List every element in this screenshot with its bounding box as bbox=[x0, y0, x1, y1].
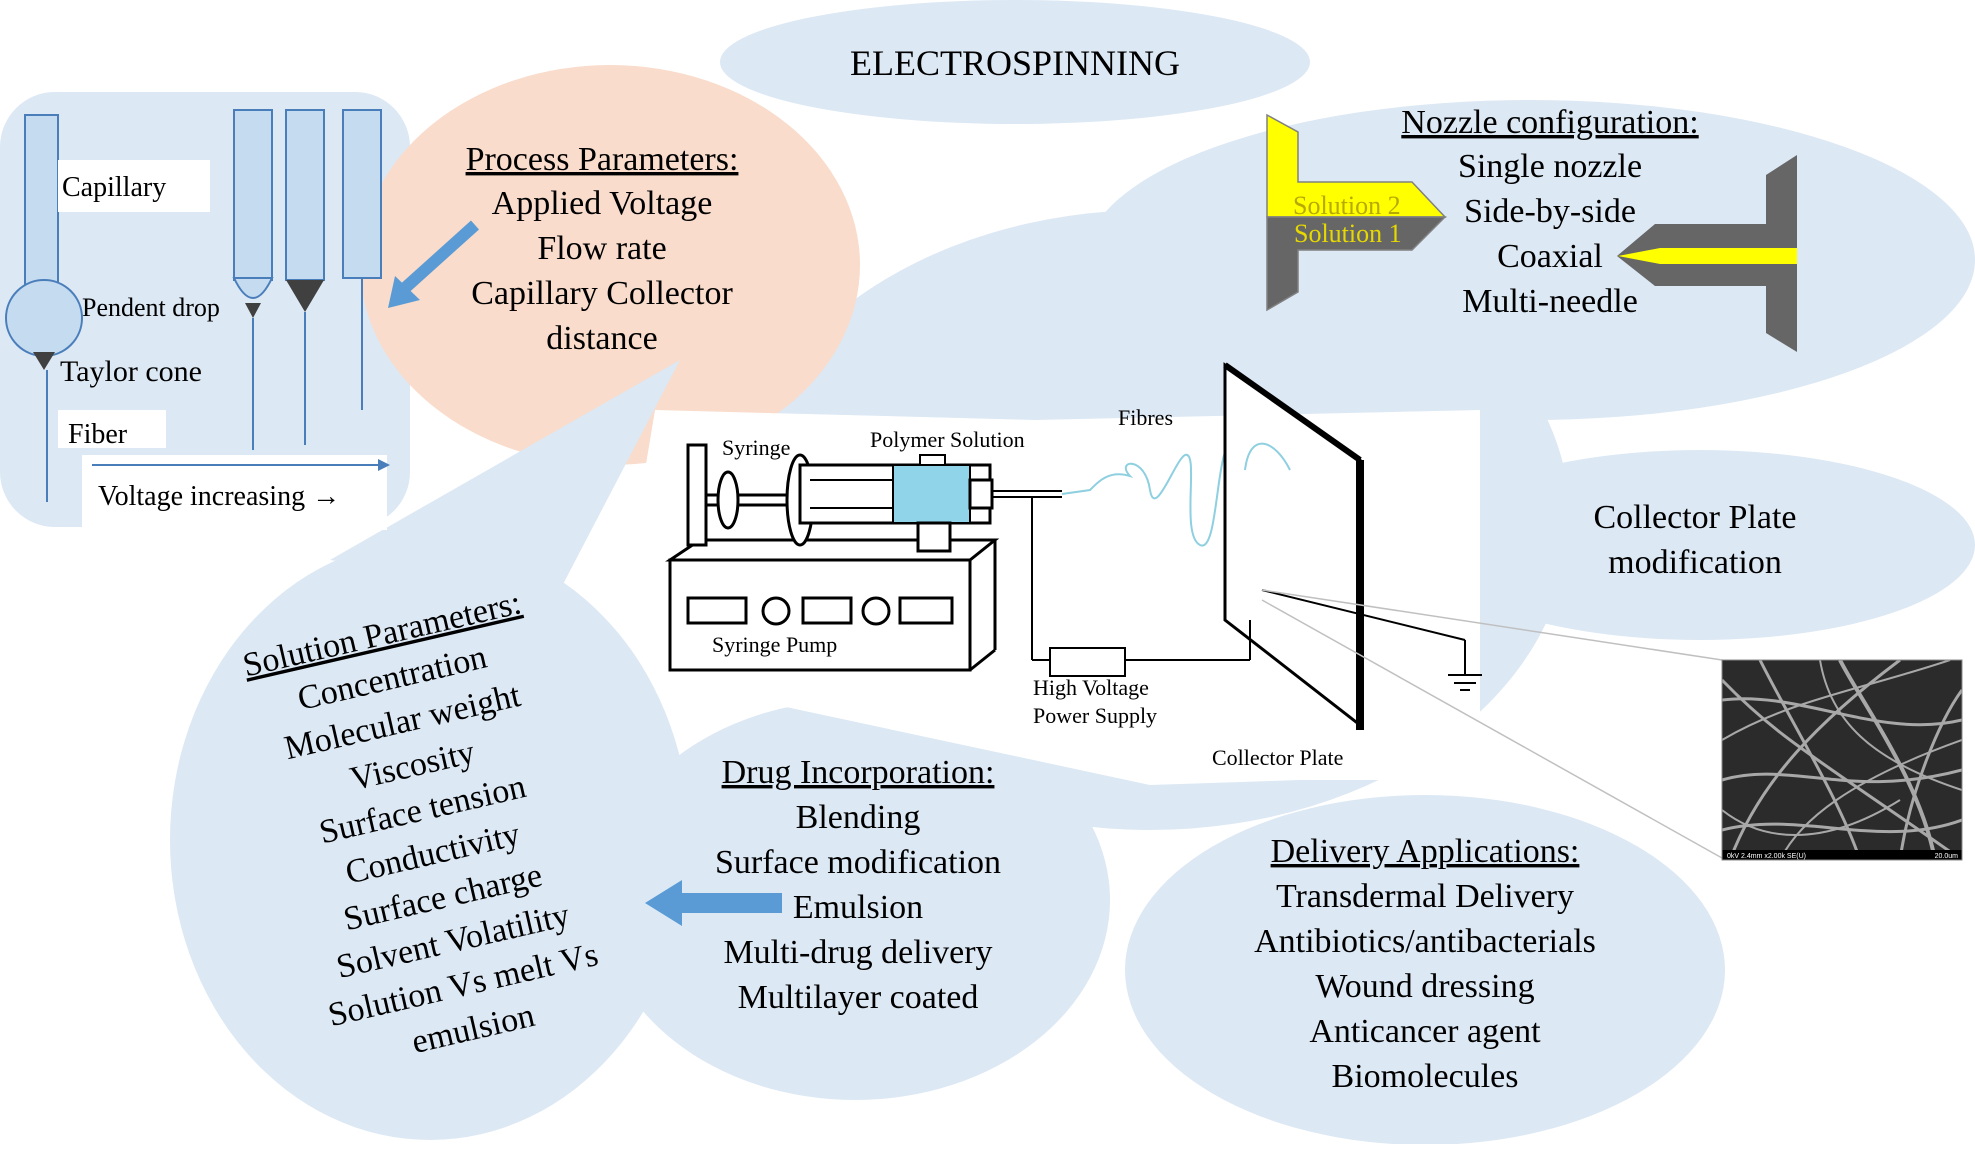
collector-mod-line1: Collector Plate bbox=[1593, 499, 1796, 536]
drug-item: Blending bbox=[796, 799, 921, 836]
collector-plate-label: Collector Plate bbox=[1212, 745, 1343, 770]
pendent-drop-2 bbox=[232, 277, 274, 299]
nozzle-item: Multi-needle bbox=[1462, 283, 1638, 320]
page-title: ELECTROSPINNING bbox=[850, 43, 1180, 83]
drug-bubble bbox=[600, 700, 1110, 1100]
syringe-tip bbox=[968, 478, 994, 510]
nozzle-bubble-tail bbox=[1060, 180, 1170, 430]
delivery-bubble bbox=[1125, 795, 1725, 1145]
collector-mod-line2: modification bbox=[1608, 544, 1782, 581]
delivery-heading: Delivery Applications: bbox=[1271, 833, 1580, 870]
capillary-1 bbox=[24, 114, 59, 291]
process-item: Capillary Collector bbox=[471, 275, 733, 312]
delivery-item: Antibiotics/antibacterials bbox=[1254, 923, 1596, 960]
drug-item: Surface modification bbox=[715, 844, 1001, 881]
hv-power-supply bbox=[1049, 647, 1126, 677]
fibres-label: Fibres bbox=[1118, 405, 1173, 430]
capillary-label: Capillary bbox=[62, 172, 166, 203]
sem-micrograph: 0kV 2.4mm x2.00k SE(U) 20.0um bbox=[1261, 589, 1963, 861]
process-arrow bbox=[388, 220, 480, 308]
syringe-clamp bbox=[916, 521, 952, 553]
solution-bubble bbox=[170, 540, 690, 1140]
delivery-item: Transdermal Delivery bbox=[1276, 878, 1574, 915]
syringe-label: Syringe bbox=[722, 435, 790, 460]
pump-display-1 bbox=[686, 596, 748, 625]
pendent-drop-label: Pendent drop bbox=[82, 293, 220, 322]
process-bubble bbox=[360, 65, 860, 465]
electrospinning-apparatus bbox=[665, 362, 1482, 730]
pump-knob-2 bbox=[861, 596, 891, 626]
process-item: distance bbox=[546, 320, 657, 357]
taylor-cone-3 bbox=[286, 280, 324, 312]
taylor-cone-panel: Capillary Pendent drop Taylor cone Fiber… bbox=[5, 109, 390, 530]
pump-display-3 bbox=[898, 596, 954, 625]
taylor-cone-2 bbox=[245, 303, 261, 318]
hv-label-line2: Power Supply bbox=[1033, 703, 1157, 728]
nozzle-configuration: Solution 2 Solution 1 Nozzle configurati… bbox=[1266, 104, 1797, 352]
side-by-side-solution1 bbox=[1266, 216, 1447, 312]
drug-arrow bbox=[645, 880, 782, 926]
taylor-cone-1 bbox=[33, 352, 55, 370]
drug-incorporation: Drug Incorporation: Blending Surface mod… bbox=[715, 754, 1001, 1016]
collector-mod-bubble bbox=[1425, 450, 1975, 640]
apparatus-labels: Syringe Polymer Solution Fibres Syringe … bbox=[712, 405, 1343, 770]
drug-heading: Drug Incorporation: bbox=[722, 754, 995, 791]
process-item: Flow rate bbox=[537, 230, 666, 267]
process-item: Applied Voltage bbox=[492, 185, 713, 222]
voltage-axis-arrowhead bbox=[378, 459, 390, 471]
title-bubble bbox=[720, 0, 1310, 124]
pump-knob-1 bbox=[761, 596, 791, 626]
sem-caption-right: 20.0um bbox=[1935, 853, 1959, 860]
solution2-label: Solution 2 bbox=[1293, 191, 1401, 220]
delivery-item: Wound dressing bbox=[1315, 968, 1534, 1005]
nozzle-item: Side-by-side bbox=[1464, 193, 1636, 230]
process-heading: Process Parameters: bbox=[466, 141, 739, 178]
coaxial-core bbox=[1618, 248, 1797, 264]
delivery-applications: Delivery Applications: Transdermal Deliv… bbox=[1254, 833, 1596, 1095]
taylor-cone-label: Taylor cone bbox=[60, 355, 202, 388]
solution1-label: Solution 1 bbox=[1294, 219, 1402, 248]
nozzle-heading: Nozzle configuration: bbox=[1401, 104, 1698, 141]
polymer-solution-label: Polymer Solution bbox=[870, 427, 1025, 452]
plunger-disc-1 bbox=[716, 470, 740, 530]
delivery-item: Anticancer agent bbox=[1309, 1013, 1541, 1050]
pump-display-2 bbox=[801, 596, 853, 625]
capillary-2 bbox=[233, 109, 273, 281]
pump-stand bbox=[686, 443, 708, 547]
fiber-label: Fiber bbox=[68, 419, 128, 450]
drug-item: Multilayer coated bbox=[738, 979, 979, 1016]
syringe-pump-label: Syringe Pump bbox=[712, 632, 837, 657]
nozzle-item: Coaxial bbox=[1497, 238, 1603, 275]
delivery-item: Biomolecules bbox=[1332, 1058, 1519, 1095]
collector-modification: Collector Plate modification bbox=[1593, 499, 1796, 581]
drug-item: Multi-drug delivery bbox=[723, 934, 992, 971]
nozzle-bubble bbox=[1085, 100, 1975, 420]
capillary-3 bbox=[285, 109, 325, 281]
nozzle-item: Single nozzle bbox=[1458, 148, 1642, 185]
polymer-solution-fill bbox=[892, 464, 971, 524]
voltage-label: Voltage increasing → bbox=[98, 481, 340, 512]
pendent-drop-1 bbox=[5, 279, 83, 357]
process-parameters: Process Parameters: Applied Voltage Flow… bbox=[466, 141, 739, 357]
sem-caption-left: 0kV 2.4mm x2.00k SE(U) bbox=[1727, 853, 1806, 860]
solution-bubble-tail bbox=[330, 360, 680, 590]
drug-item: Emulsion bbox=[793, 889, 923, 926]
hv-label-line1: High Voltage bbox=[1033, 675, 1149, 700]
capillary-4 bbox=[342, 109, 382, 279]
